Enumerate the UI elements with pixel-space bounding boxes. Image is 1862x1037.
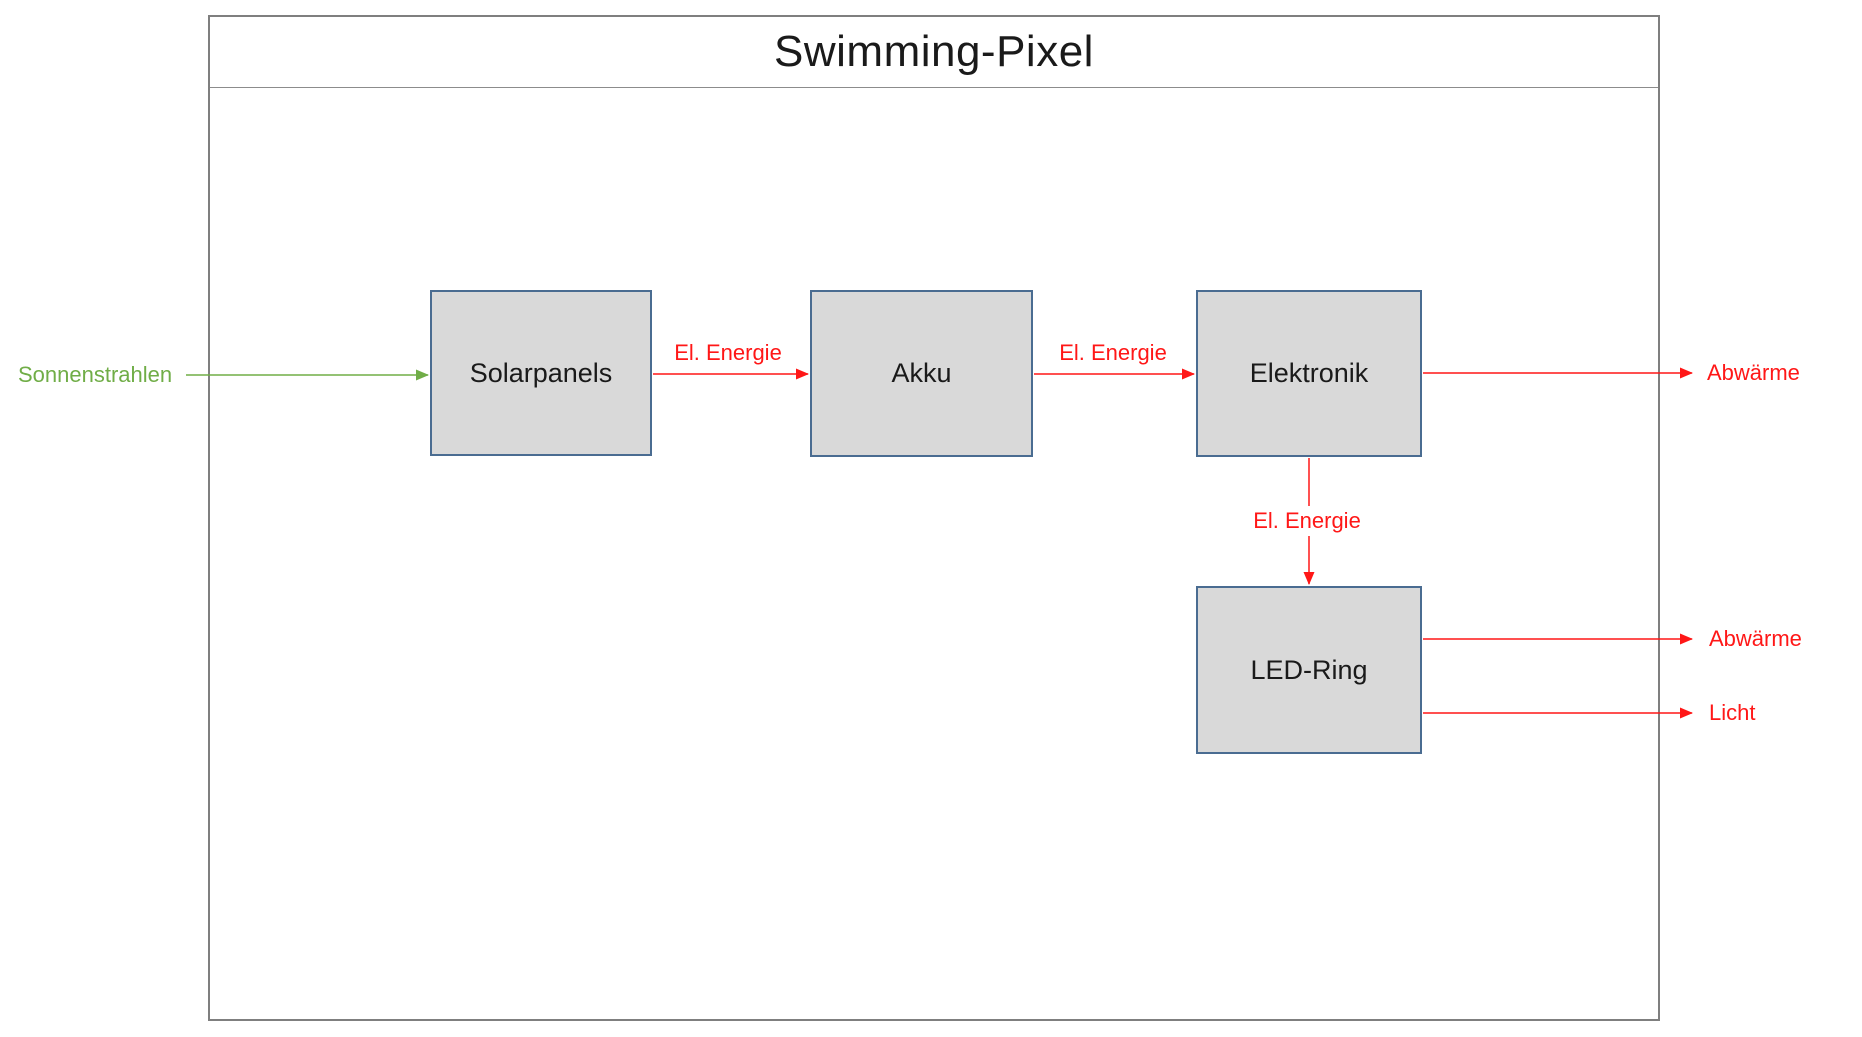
node-solarpanels: Solarpanels — [430, 290, 652, 456]
licht-label: Licht — [1709, 700, 1756, 725]
sonnenstrahlen-label: Sonnenstrahlen — [18, 362, 173, 387]
diagram-title: Swimming-Pixel — [774, 27, 1094, 76]
el-energie-label-2: El. Energie — [1059, 340, 1167, 365]
el-energie-label-1: El. Energie — [674, 340, 782, 365]
abwaerme-label-1: Abwärme — [1707, 360, 1800, 385]
diagram-frame: Swimming-Pixel — [208, 15, 1660, 1021]
node-led-ring-label: LED-Ring — [1250, 654, 1368, 685]
node-akku-label: Akku — [891, 358, 952, 388]
node-akku: Akku — [810, 290, 1033, 457]
el-energie-label-3: El. Energie — [1245, 506, 1369, 536]
node-elektronik: Elektronik — [1196, 290, 1422, 457]
node-led-ring: LED-Ring — [1196, 586, 1422, 754]
node-solarpanels-label: Solarpanels — [469, 357, 613, 388]
node-elektronik-label: Elektronik — [1249, 358, 1369, 388]
abwaerme-label-2: Abwärme — [1709, 626, 1802, 651]
diagram-title-bar: Swimming-Pixel — [210, 17, 1658, 88]
